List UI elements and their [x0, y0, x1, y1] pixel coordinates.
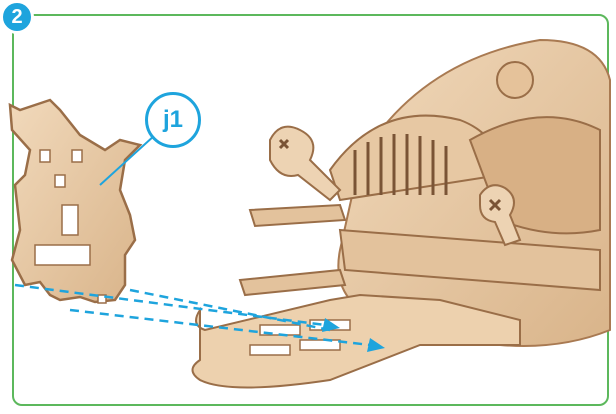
side-arm-left	[270, 127, 340, 200]
part-j1	[10, 100, 140, 303]
part-label-callout: j1	[145, 92, 201, 148]
step-number-badge: 2	[0, 0, 34, 34]
